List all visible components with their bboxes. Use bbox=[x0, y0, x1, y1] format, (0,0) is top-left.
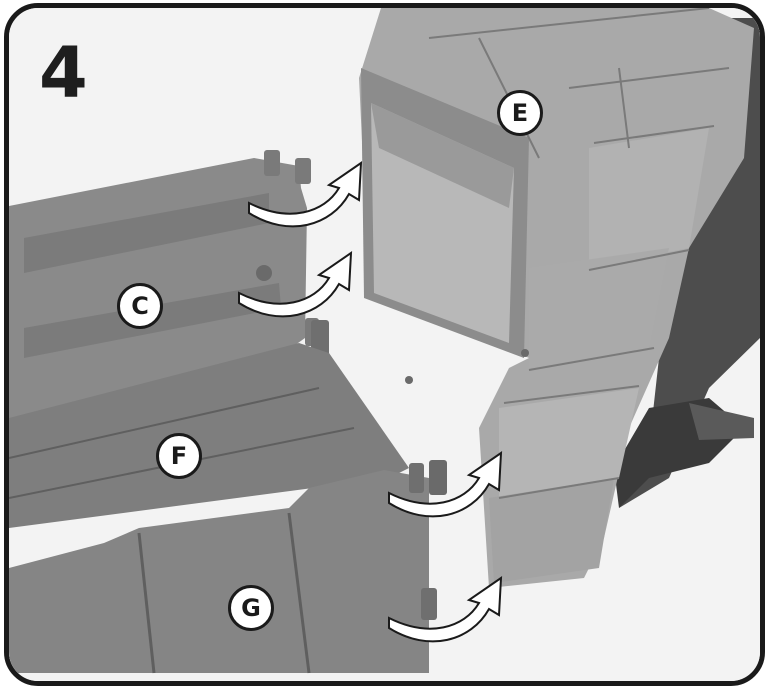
instruction-frame: 4 E C F G bbox=[4, 3, 765, 686]
part-e-fireplace-wall bbox=[359, 8, 754, 588]
step-number: 4 bbox=[39, 32, 88, 114]
arrow-1 bbox=[248, 161, 363, 228]
part-label-f: F bbox=[156, 433, 202, 479]
assembly-illustration bbox=[9, 8, 760, 681]
part-label-e: E bbox=[497, 90, 543, 136]
insertion-arrows bbox=[238, 161, 503, 643]
arrow-3 bbox=[388, 451, 503, 518]
part-g-front-panel bbox=[9, 460, 447, 674]
part-label-g: G bbox=[228, 585, 274, 631]
part-label-c: C bbox=[117, 283, 163, 329]
arrow-2 bbox=[238, 251, 353, 318]
arrow-4 bbox=[388, 576, 503, 643]
